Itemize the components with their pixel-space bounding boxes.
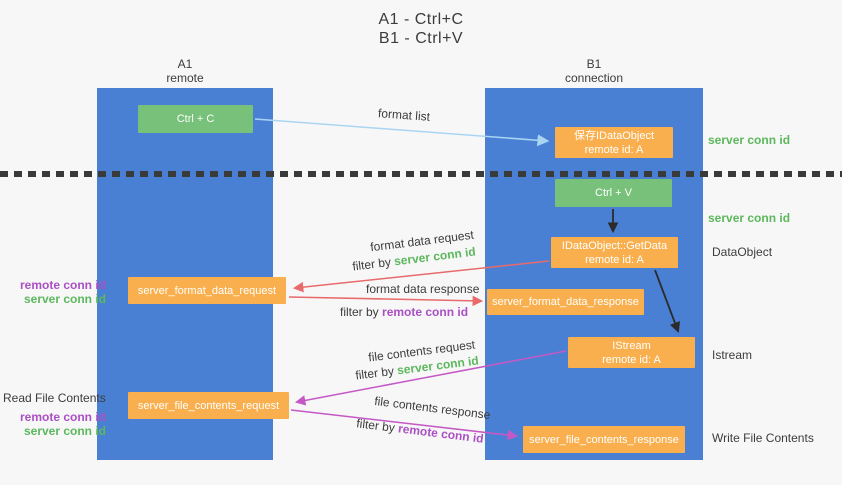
node-server-format-data-request: server_format_data_request bbox=[128, 277, 286, 304]
column-header-b1: B1 connection bbox=[485, 57, 703, 85]
node-save-idataobject-line1: 保存IDataObject bbox=[573, 129, 655, 142]
arrow-format-data-response bbox=[288, 295, 484, 307]
node-idataobject-getdata-line2: remote id: A bbox=[585, 253, 644, 266]
session-divider-dotted-line bbox=[0, 171, 842, 177]
node-ctrl-v-label: Ctrl + V bbox=[595, 187, 632, 199]
node-idataobject-getdata-line1: IDataObject::GetData bbox=[561, 239, 668, 252]
node-server-file-contents-request-label: server_file_contents_request bbox=[137, 399, 280, 412]
annotation-server-conn-id-left-2: server conn id bbox=[23, 424, 106, 438]
label-remote-conn-id-text-1: remote conn id bbox=[382, 305, 469, 319]
node-ctrl-c: Ctrl + C bbox=[138, 105, 253, 133]
node-ctrl-c-label: Ctrl + C bbox=[176, 113, 215, 125]
annotation-write-file-contents: Write File Contents bbox=[712, 431, 814, 445]
label-filter-by-text-1: filter by bbox=[351, 254, 392, 274]
label-filter-by-remote-conn-id-2: filter by remote conn id bbox=[356, 416, 485, 446]
label-filter-by-text-4: filter by bbox=[355, 416, 396, 435]
node-server-file-contents-response: server_file_contents_response bbox=[523, 426, 685, 453]
annotation-dataobject: DataObject bbox=[712, 245, 773, 259]
node-idataobject-getdata: IDataObject::GetData remote id: A bbox=[551, 237, 678, 268]
column-header-a1: A1 remote bbox=[97, 57, 273, 85]
annotation-server-conn-id-left-1: server conn id bbox=[23, 292, 106, 306]
annotation-remote-conn-id-left-1: remote conn id bbox=[19, 278, 106, 292]
node-save-idataobject-line2: remote id: A bbox=[584, 143, 644, 156]
node-istream: IStream remote id: A bbox=[568, 337, 695, 368]
annotation-istream: Istream bbox=[712, 348, 753, 362]
annotation-conn-ids-left-2: remote conn id server conn id bbox=[10, 410, 106, 438]
node-server-format-data-response-label: server_format_data_response bbox=[492, 296, 639, 308]
annotation-remote-conn-id-left-2: remote conn id bbox=[19, 410, 106, 424]
label-filter-by-remote-conn-id-1: filter by remote conn id bbox=[340, 305, 468, 319]
node-save-idataobject: 保存IDataObject remote id: A bbox=[555, 127, 673, 158]
column-b1-name: B1 bbox=[586, 57, 602, 71]
node-server-format-data-response: server_format_data_response bbox=[487, 289, 644, 315]
column-a1-subtitle: remote bbox=[166, 71, 204, 85]
label-format-list: format list bbox=[377, 106, 431, 124]
column-b1-subtitle: connection bbox=[564, 71, 624, 85]
label-remote-conn-id-text-2: remote conn id bbox=[397, 421, 485, 446]
column-a1-name: A1 bbox=[177, 57, 193, 71]
title-line-2: B1 - Ctrl+V bbox=[378, 30, 464, 47]
diagram-title: A1 - Ctrl+C B1 - Ctrl+V bbox=[0, 10, 842, 48]
label-filter-by-text-2: filter by bbox=[340, 305, 379, 319]
annotation-conn-ids-left-1: remote conn id server conn id bbox=[10, 278, 106, 306]
annotation-read-file-contents: Read File Contents bbox=[3, 391, 106, 405]
annotation-server-conn-id-right-2: server conn id bbox=[708, 211, 791, 225]
node-ctrl-v: Ctrl + V bbox=[555, 179, 672, 207]
label-format-data-response: format data response bbox=[366, 282, 480, 296]
label-file-contents-response: file contents response bbox=[373, 393, 492, 423]
node-istream-line2: remote id: A bbox=[602, 353, 661, 366]
annotation-server-conn-id-right-1: server conn id bbox=[708, 133, 791, 147]
title-line-1: A1 - Ctrl+C bbox=[378, 11, 464, 28]
node-server-format-data-request-label: server_format_data_request bbox=[137, 284, 277, 297]
node-server-file-contents-response-label: server_file_contents_response bbox=[529, 433, 679, 446]
node-istream-line1: IStream bbox=[612, 339, 651, 352]
label-filter-by-text-3: filter by bbox=[354, 363, 395, 383]
node-server-file-contents-request: server_file_contents_request bbox=[128, 392, 289, 419]
